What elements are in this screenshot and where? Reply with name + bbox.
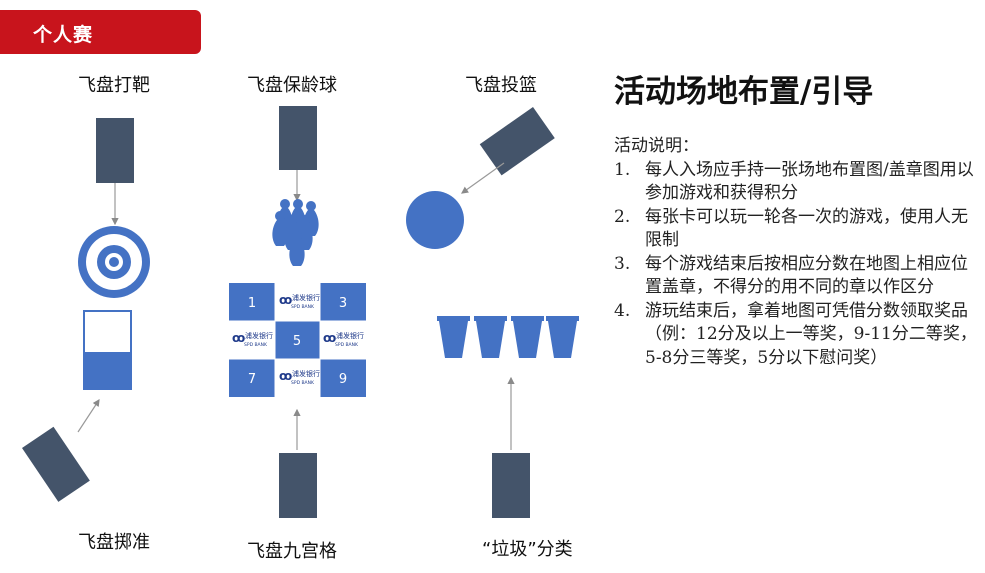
label-frisbee-target: 飞盘打靶	[78, 75, 150, 96]
label-frisbee-grid: 飞盘九宫格	[247, 541, 337, 562]
svg-text:浦发银行: 浦发银行	[292, 293, 320, 302]
arrow-basket	[461, 162, 505, 194]
bank-logo-left: ꝏ 浦发银行 SPD BANK	[232, 331, 273, 348]
list-item: 1.每人入场应手持一张场地布置图/盖章图用以参加游戏和获得积分	[614, 159, 974, 204]
player-station-basket	[479, 107, 555, 176]
svg-text:SPD BANK: SPD BANK	[291, 304, 315, 310]
svg-text:ꝏ: ꝏ	[232, 331, 245, 345]
list-item: 2.每张卡可以玩一轮各一次的游戏，使用人无限制	[614, 206, 968, 251]
arrow-throw	[77, 398, 100, 433]
player-station-grid	[279, 453, 317, 518]
basket-target	[406, 191, 464, 249]
list-item: 4.游玩结束后，拿着地图可凭借分数领取奖品（例：12分及以上一等奖，9-11分二…	[614, 300, 977, 368]
label-frisbee-throw: 飞盘掷准	[78, 532, 150, 553]
bank-logo-right: ꝏ 浦发银行 SPD BANK	[323, 331, 364, 348]
grid-number-1: 1	[248, 296, 256, 311]
label-trash-sort: “垃圾”分类	[482, 539, 573, 560]
score-gauge	[83, 310, 132, 390]
label-frisbee-bowling: 飞盘保龄球	[247, 75, 337, 96]
player-station-bowling	[279, 106, 317, 170]
grid-number-3: 3	[339, 296, 347, 311]
svg-text:ꝏ: ꝏ	[279, 293, 292, 307]
svg-text:SPD BANK: SPD BANK	[335, 342, 359, 348]
bank-logo-bottom: ꝏ 浦发银行 SPD BANK	[279, 369, 320, 386]
section-badge: 个人赛	[0, 10, 201, 54]
badge-label: 个人赛	[33, 24, 94, 46]
grid-number-7: 7	[248, 372, 256, 387]
svg-text:ꝏ: ꝏ	[323, 331, 336, 345]
nine-grid-board	[229, 283, 366, 397]
svg-text:SPD BANK: SPD BANK	[244, 342, 268, 348]
svg-text:浦发银行: 浦发银行	[336, 331, 364, 340]
player-station-throw	[22, 426, 90, 502]
grid-number-5: 5	[293, 334, 301, 349]
description-intro: 活动说明：	[614, 136, 699, 156]
svg-text:ꝏ: ꝏ	[279, 369, 292, 383]
grid-number-9: 9	[339, 372, 347, 387]
bank-logo-top: ꝏ 浦发银行 SPD BANK	[279, 293, 320, 310]
activity-description: 活动说明： 1.每人入场应手持一张场地布置图/盖章图用以参加游戏和获得积分 2.…	[614, 135, 980, 370]
bowling-pins-icon	[272, 199, 319, 266]
trash-bins	[437, 316, 579, 358]
svg-text:浦发银行: 浦发银行	[292, 369, 320, 378]
svg-text:浦发银行: 浦发银行	[245, 331, 273, 340]
page-title: 活动场地布置/引导	[614, 74, 874, 110]
svg-text:SPD BANK: SPD BANK	[291, 380, 315, 386]
player-station-trash	[492, 453, 530, 518]
description-list: 1.每人入场应手持一张场地布置图/盖章图用以参加游戏和获得积分 2.每张卡可以玩…	[614, 159, 980, 371]
label-frisbee-basket: 飞盘投篮	[465, 75, 537, 96]
player-station-target	[96, 118, 134, 183]
list-item: 3.每个游戏结束后按相应分数在地图上相应位置盖章，不得分的用不同的章以作区分	[614, 253, 968, 298]
bullseye-target	[78, 226, 150, 298]
